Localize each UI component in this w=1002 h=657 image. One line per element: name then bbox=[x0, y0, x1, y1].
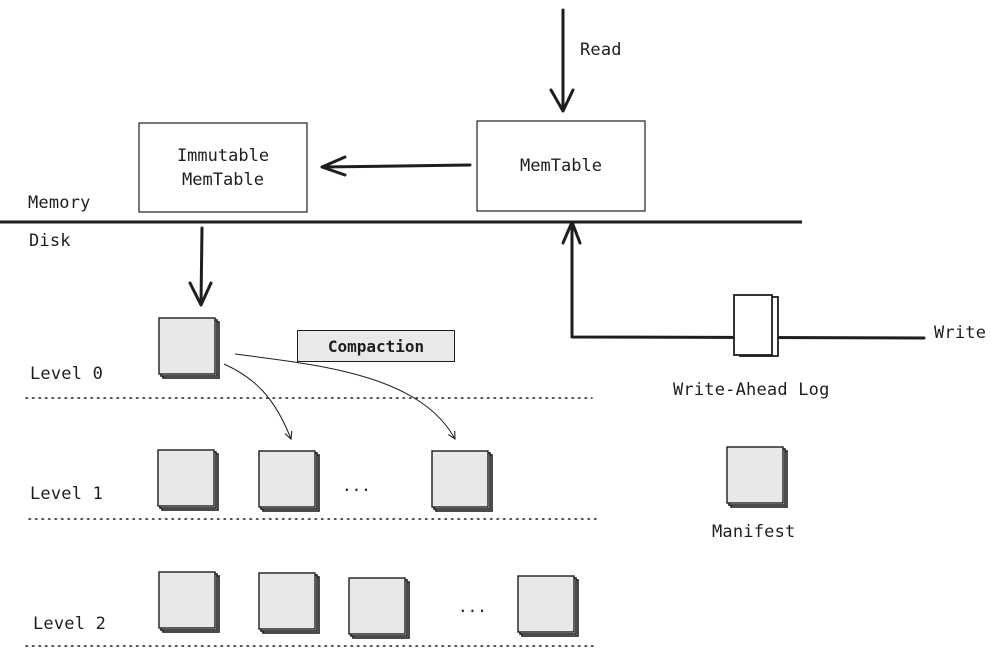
level1-sstable-1 bbox=[157, 449, 219, 511]
level2-sstable-4 bbox=[517, 575, 579, 637]
level2-ellipsis: ... bbox=[458, 597, 487, 616]
flush-to-level0-arrow bbox=[188, 226, 213, 307]
immutable-memtable-box bbox=[138, 122, 308, 213]
write-arrow bbox=[561, 220, 926, 340]
wal-label: Write-Ahead Log bbox=[673, 380, 830, 400]
flush-to-immutable-arrow bbox=[320, 155, 472, 177]
memtable-text: MemTable bbox=[520, 156, 602, 176]
immutable-line2: MemTable bbox=[182, 169, 264, 190]
level1-sstable-2 bbox=[258, 450, 320, 512]
compaction-label: Compaction bbox=[297, 330, 455, 362]
manifest-icon bbox=[726, 446, 788, 508]
level2-sstable-1 bbox=[158, 571, 220, 633]
read-label: Read bbox=[580, 40, 622, 60]
write-label: Write bbox=[934, 323, 987, 343]
level0-sstable-1 bbox=[158, 317, 220, 379]
level2-sstable-2 bbox=[258, 572, 320, 634]
level0-label: Level 0 bbox=[30, 364, 104, 384]
manifest-label: Manifest bbox=[712, 522, 796, 542]
compaction-arrow-1 bbox=[223, 363, 291, 439]
read-arrow bbox=[549, 8, 575, 113]
immutable-memtable-text: Immutable MemTable bbox=[139, 123, 307, 212]
immutable-line1: Immutable bbox=[176, 145, 270, 166]
compaction-arrow-2 bbox=[234, 353, 455, 439]
memtable-box bbox=[476, 120, 646, 212]
level1-sstable-3 bbox=[431, 450, 493, 512]
level1-label: Level 1 bbox=[30, 484, 104, 504]
memory-label: Memory bbox=[28, 193, 91, 213]
disk-label: Disk bbox=[29, 231, 71, 251]
sstables bbox=[157, 317, 788, 639]
level2-label: Level 2 bbox=[33, 614, 107, 634]
level1-ellipsis: ... bbox=[342, 476, 371, 495]
write-ahead-log-icon bbox=[733, 294, 779, 357]
level2-sstable-3 bbox=[348, 577, 410, 639]
